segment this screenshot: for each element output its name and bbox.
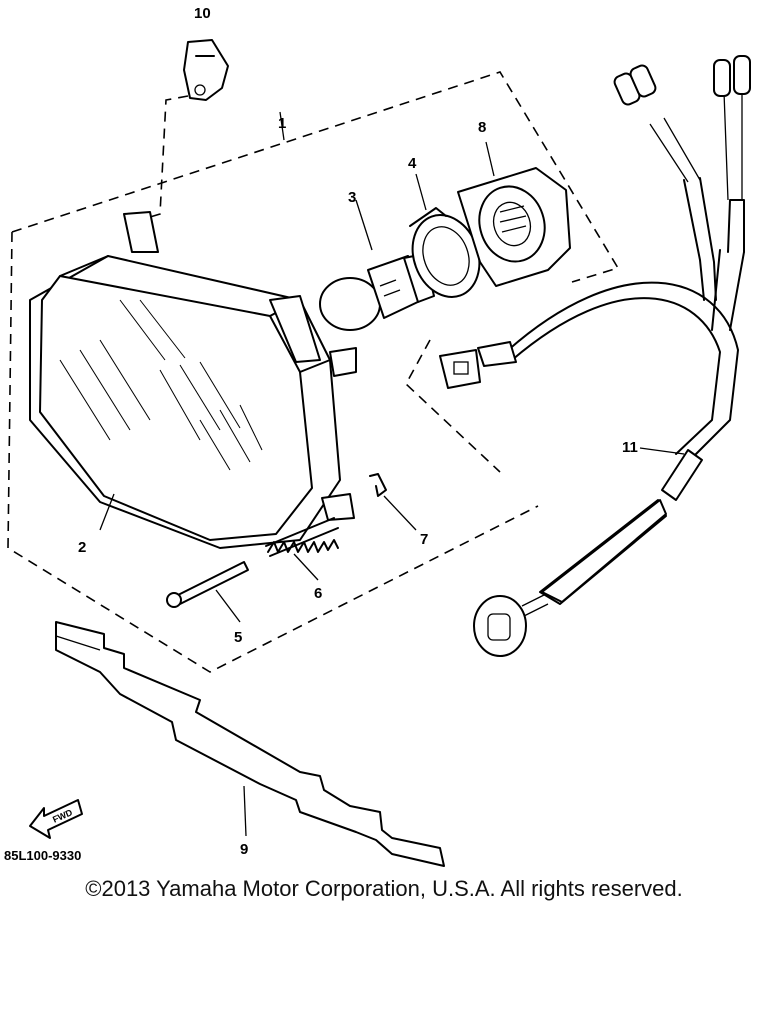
leader-lines (99, 111, 685, 837)
clamp-part-10 (183, 39, 229, 101)
copyright-notice: ©2013 Yamaha Motor Corporation, U.S.A. A… (85, 876, 683, 901)
callout-7: 7 (420, 531, 428, 548)
wire-harness-part-11 (439, 55, 751, 657)
spring-part-6 (265, 517, 339, 557)
callout-1: 1 (278, 115, 286, 132)
headlight-unit-part-2 (29, 211, 357, 549)
assembly-boundary (7, 71, 620, 673)
adjusting-screw-part-5 (166, 561, 249, 608)
callout-4: 4 (408, 155, 417, 172)
callout-2: 2 (78, 539, 86, 556)
callout-11: 11 (622, 439, 638, 456)
bulb-part-3 (319, 253, 435, 331)
callout-10: 10 (194, 5, 211, 22)
bracket-part-9 (55, 621, 445, 867)
callout-6: 6 (314, 585, 322, 602)
callout-5: 5 (234, 629, 242, 646)
diagram-code: 85L100-9330 (4, 848, 81, 863)
socket-cover-part-8 (457, 167, 571, 287)
clamp-dashed-leader (139, 95, 189, 221)
callout-3: 3 (348, 189, 356, 206)
clip-part-7 (369, 473, 387, 497)
forward-arrow-icon: FWD (29, 799, 83, 839)
callout-8: 8 (478, 119, 486, 136)
callout-9: 9 (240, 841, 248, 858)
